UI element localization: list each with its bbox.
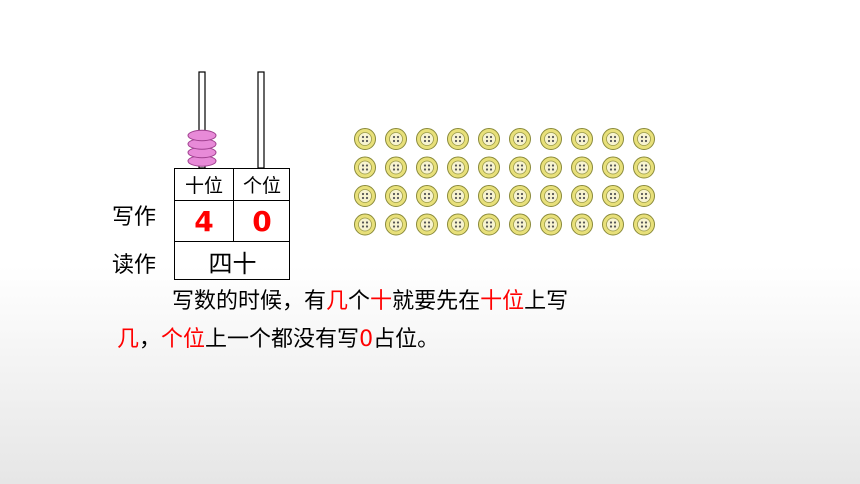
button-item [478,128,500,150]
button-item [633,213,655,236]
tens-header: 十位 [184,175,223,197]
abacus-bead [187,129,217,142]
button-item [416,185,438,207]
place-value-table: 十位 个位 4 0 四十 [174,168,290,280]
button-item [571,128,593,150]
button-item [416,128,438,150]
button-item [447,213,469,236]
button-item [354,213,376,236]
rule-text: 上一个都没有写 [205,327,360,352]
button-item [571,213,593,236]
button-item [509,213,531,236]
button-item [509,156,531,179]
rule-highlight: 十 [370,289,393,314]
tens-digit: 4 [194,204,214,238]
rule-text: 就要先在 [392,289,481,314]
rule-highlight: 几 [117,327,140,352]
button-item [447,185,469,207]
button-item [478,185,500,207]
button-item [571,185,593,207]
number-reading: 四十 [208,249,257,278]
rule-highlight: 十位 [480,289,525,314]
button-item [633,185,655,207]
rule-highlight: 个位 [161,327,206,352]
rule-text: 上写 [524,289,569,314]
button-item [509,128,531,150]
button-item [633,156,655,179]
rule-line-1: 写数的时候，有几个十就要先在十位上写 [172,283,568,321]
rule-highlight: 几 [326,289,349,314]
read-label: 读作 [112,253,157,278]
rule-text: ， [139,327,162,352]
button-item [416,213,438,236]
button-item [385,213,407,236]
button-item [571,156,593,179]
button-item [354,156,376,179]
button-item [385,185,407,207]
button-item [478,213,500,236]
tens-beads [187,129,217,167]
button-item [385,128,407,150]
button-item [602,128,624,150]
rule-text: 个 [348,289,371,314]
rule-line-2: 几，个位上一个都没有写0占位。 [117,321,439,359]
table-divider [175,241,289,242]
rule-text: 写数的时候，有 [172,289,327,314]
table-divider [233,169,234,241]
button-item [633,128,655,150]
write-label: 写作 [112,205,157,230]
button-item [385,156,407,179]
button-item [602,213,624,236]
button-item [540,128,562,150]
button-item [540,185,562,207]
button-item [602,156,624,179]
ones-header: 个位 [242,175,281,197]
button-item [478,156,500,179]
rule-text: 占位。 [373,327,440,352]
button-item [509,185,531,207]
rule-highlight: 0 [359,327,374,352]
button-item [540,213,562,236]
table-divider [175,200,289,201]
button-item [540,156,562,179]
button-item [416,156,438,179]
button-item [354,128,376,150]
button-item [447,128,469,150]
button-item [447,156,469,179]
ones-digit: 0 [252,204,272,238]
button-item [602,185,624,207]
button-item [354,185,376,207]
